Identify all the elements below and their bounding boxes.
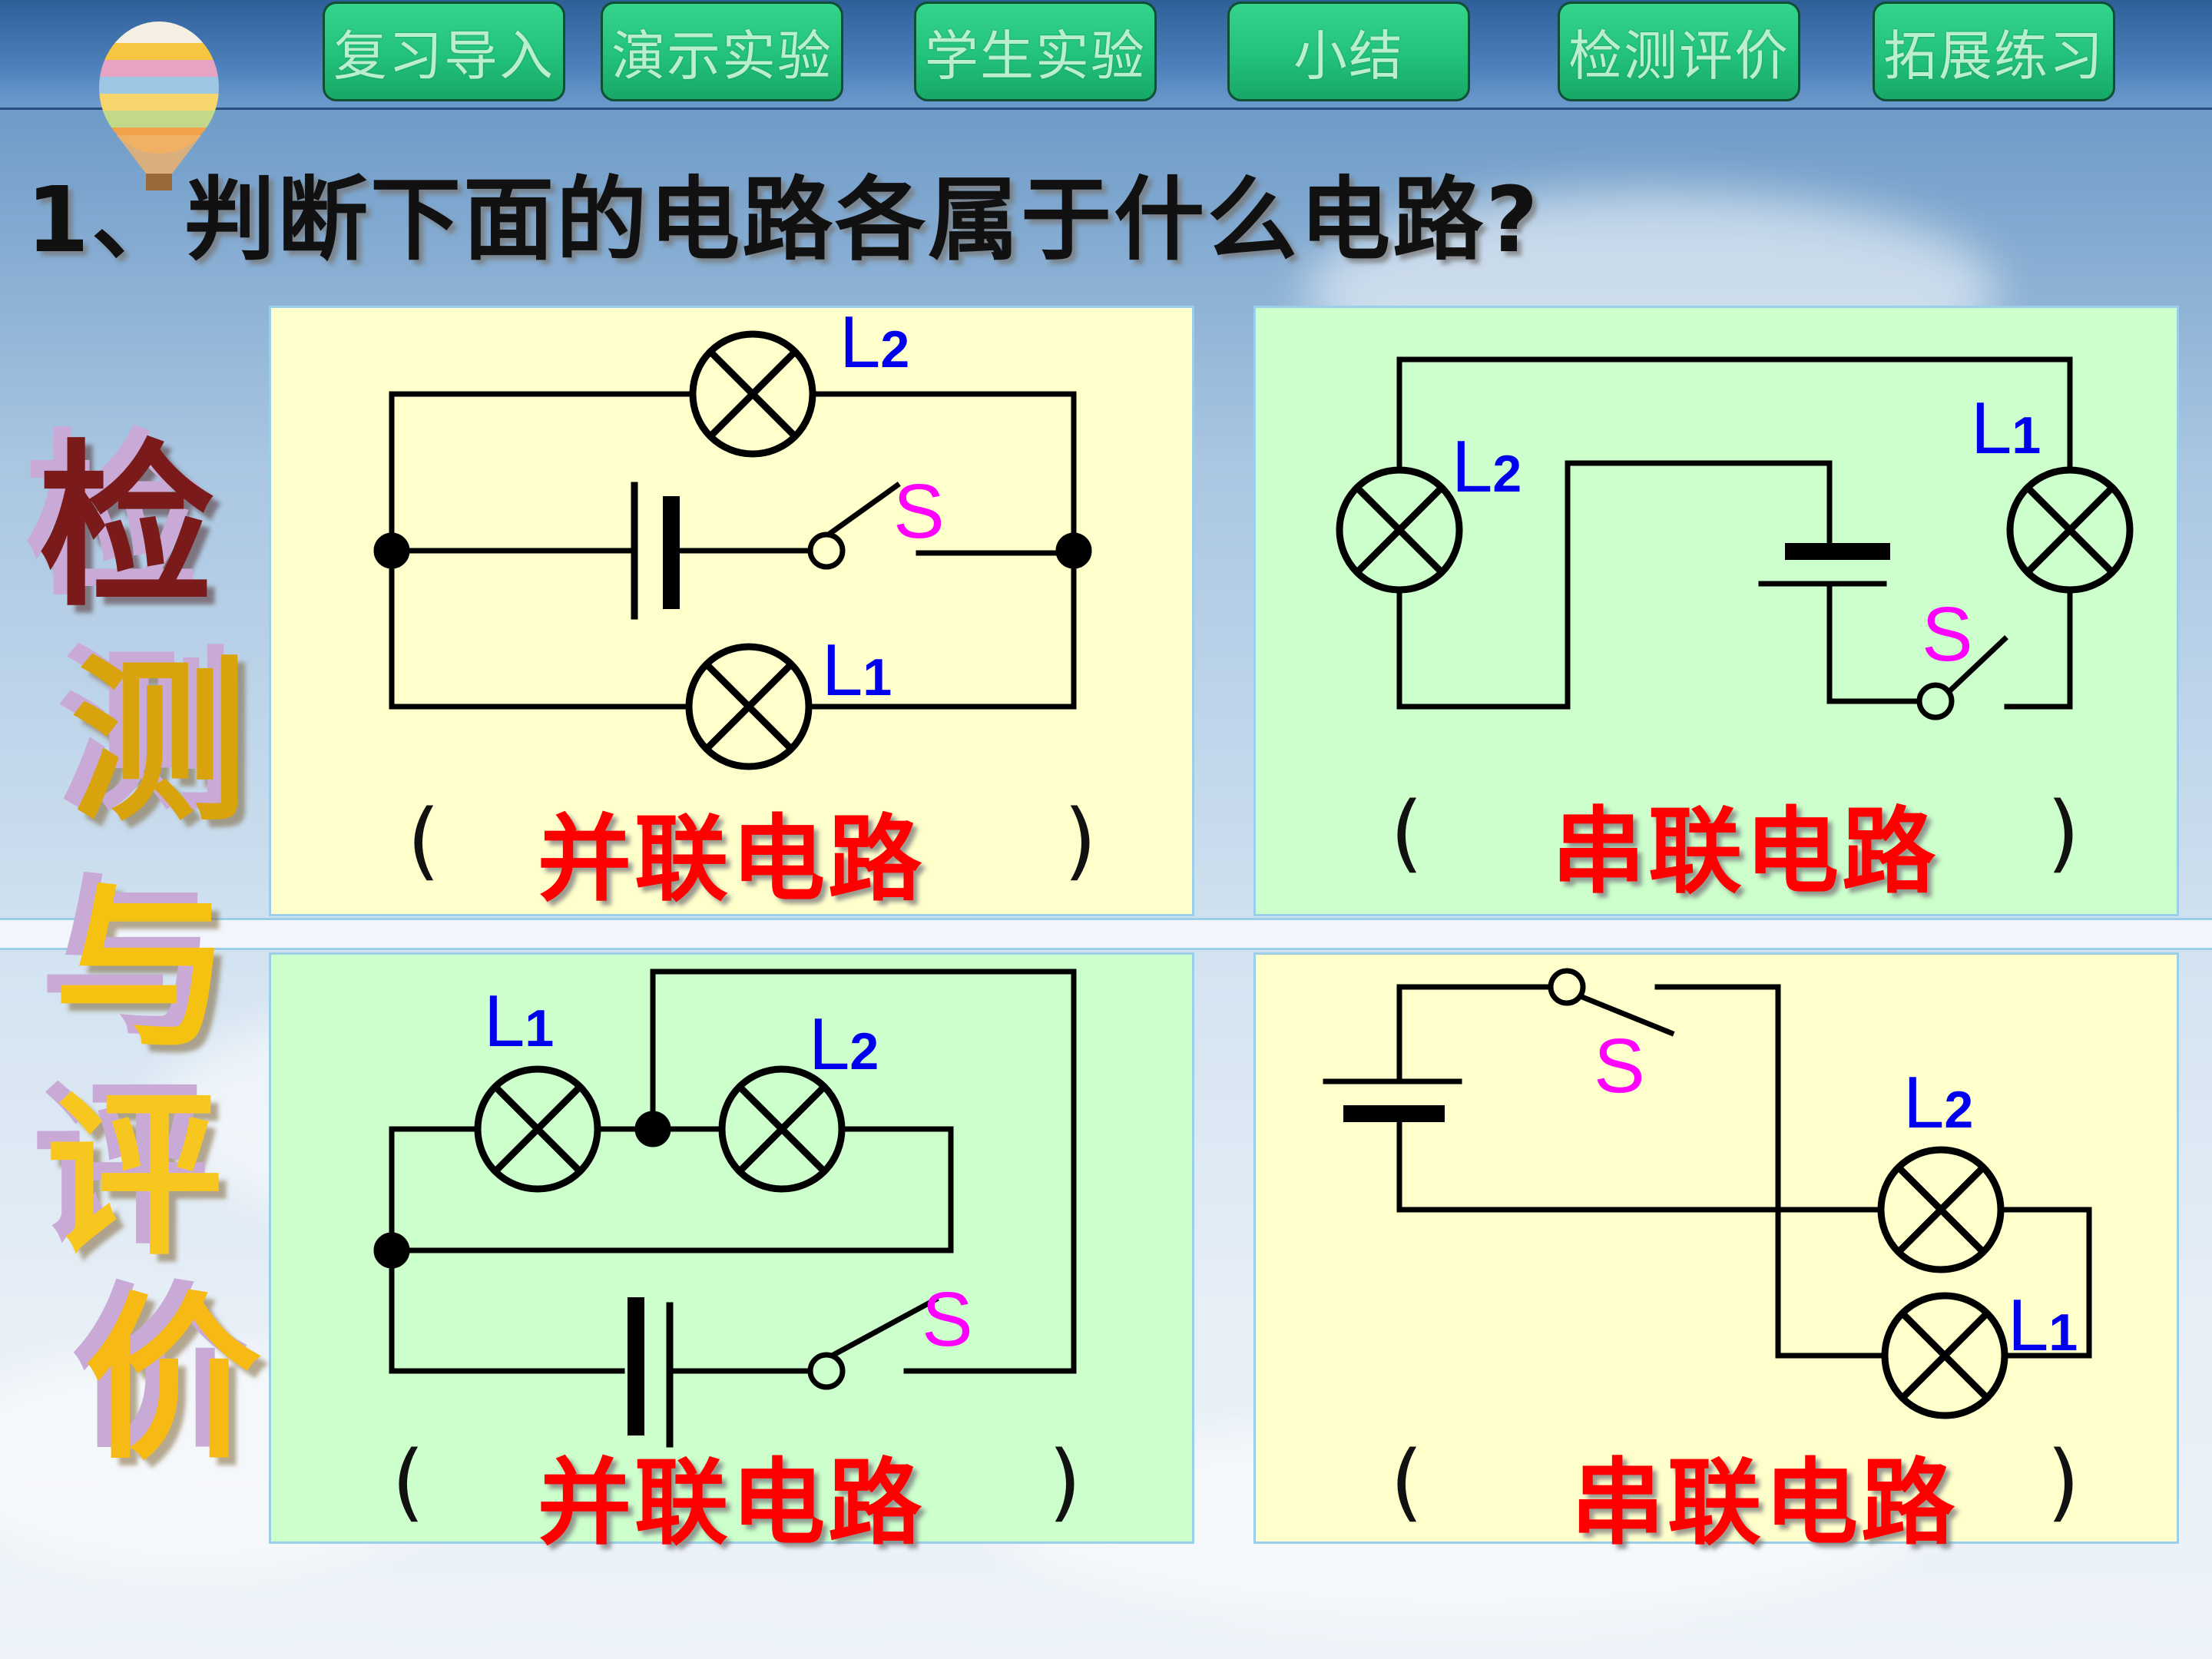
answer-open-paren: (: [407, 791, 440, 889]
answer-open-paren: (: [1390, 1432, 1423, 1531]
answer-close-paren: ): [2047, 783, 2080, 882]
nav-assessment-button[interactable]: 检测评价: [1558, 2, 1800, 101]
lamp-label-l2: L2: [1452, 426, 1522, 508]
side-title-char: 测: [71, 641, 248, 846]
lamp-label-l1: L1: [484, 980, 554, 1062]
side-title-char: 价: [84, 1278, 262, 1483]
answer-close-paren: ): [1048, 1432, 1081, 1531]
lamp-label-l1: L1: [822, 629, 892, 711]
circuit-panel-2: [1253, 306, 2179, 916]
nav-extension-exercise-button[interactable]: 拓展练习: [1873, 2, 2115, 101]
side-title-char: 评: [46, 1075, 224, 1280]
circuit-2-wires: [1396, 356, 2073, 710]
answer-text-1: 并联电路: [538, 805, 925, 914]
side-title-char: 检: [38, 426, 216, 631]
switch-contact: [1916, 682, 1955, 720]
answer-open-paren: (: [1390, 783, 1423, 882]
lamp-label-l2: L2: [809, 1003, 879, 1085]
answer-text-3: 并联电路: [538, 1449, 925, 1558]
junction-node: [373, 532, 410, 569]
nav-student-experiment-button[interactable]: 学生实验: [914, 2, 1157, 101]
lamp-icon: [1339, 470, 1459, 590]
answer-text-4: 串联电路: [1571, 1449, 1958, 1558]
side-title-char: 与: [54, 867, 231, 1072]
answer-close-paren: ): [1064, 791, 1097, 889]
lamp-icon: [693, 334, 813, 454]
switch-contact: [807, 531, 846, 570]
switch-label-s: S: [1594, 1023, 1645, 1109]
junction-node: [373, 1232, 410, 1269]
nav-review-intro-button[interactable]: 复习导入: [323, 2, 565, 101]
answer-close-paren: ): [2047, 1432, 2080, 1531]
switch-label-s: S: [893, 469, 945, 555]
circuit-panel-4: [1253, 952, 2179, 1544]
lamp-label-l2: L2: [1903, 1061, 1973, 1144]
switch-label-s: S: [922, 1277, 973, 1363]
hot-air-balloon-icon: [99, 22, 219, 190]
junction-node: [634, 1111, 671, 1147]
lamp-label-l1: L1: [2008, 1284, 2078, 1366]
lamp-label-l2: L2: [839, 301, 909, 383]
junction-node: [1055, 532, 1092, 569]
answer-text-2: 串联电路: [1551, 797, 1939, 906]
circuit-4-wires: [1323, 984, 2092, 1359]
answer-open-paren: (: [392, 1432, 425, 1531]
lamp-label-l1: L1: [1971, 387, 2041, 469]
lamp-icon: [1885, 1296, 2005, 1416]
lamp-icon: [1881, 1150, 2001, 1270]
question-title: 1、判断下面的电路各属于什么电路?: [26, 167, 1541, 273]
nav-demo-experiment-button[interactable]: 演示实验: [601, 2, 843, 101]
panel-divider: [0, 918, 2212, 950]
nav-summary-button[interactable]: 小结: [1227, 2, 1470, 101]
lamp-icon: [2010, 470, 2130, 590]
lamp-icon: [689, 647, 809, 767]
switch-contact: [1548, 968, 1586, 1006]
lamp-icon: [478, 1069, 598, 1189]
switch-contact: [807, 1352, 846, 1390]
lamp-icon: [722, 1069, 842, 1189]
circuit-3-wires: [389, 969, 1077, 1374]
switch-label-s: S: [1922, 591, 1973, 677]
